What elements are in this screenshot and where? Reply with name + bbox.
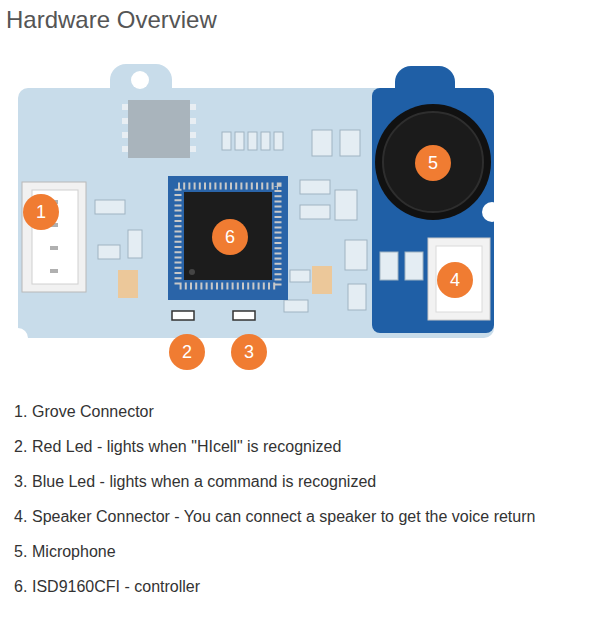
callout-circle: 6 <box>212 219 248 255</box>
list-number: 1. <box>14 403 27 421</box>
controller-chip <box>168 176 288 300</box>
resistor <box>128 230 142 258</box>
callout-number: 3 <box>231 334 267 370</box>
page-title: Hardware Overview <box>6 6 217 34</box>
passive-parts <box>95 130 423 312</box>
pcb <box>8 64 502 348</box>
board-illustration <box>0 0 593 400</box>
pin <box>190 132 196 138</box>
resistor <box>300 205 330 219</box>
mount-hole <box>131 71 149 89</box>
chip-dot <box>189 269 195 275</box>
list-item: Blue Led - lights when a command is reco… <box>32 473 376 491</box>
connector-pin <box>50 246 58 250</box>
resistor <box>98 245 120 259</box>
eeprom-chip <box>122 100 196 158</box>
tantalum-capacitor <box>118 270 138 298</box>
red-led <box>172 311 194 320</box>
resistor <box>290 270 310 282</box>
callout-number: 6 <box>212 219 248 255</box>
connector-housing <box>428 238 490 320</box>
capacitor <box>345 240 367 270</box>
capacitor <box>340 130 360 156</box>
resistor <box>222 132 231 150</box>
mount-hole <box>482 202 502 222</box>
list-item: ISD9160CFI - controller <box>32 578 200 596</box>
callout-number: 1 <box>23 194 59 230</box>
pin <box>122 132 128 138</box>
mic-mesh <box>383 112 483 212</box>
pin <box>122 118 128 124</box>
pin <box>190 118 196 124</box>
chip-pins <box>178 186 278 286</box>
callout-circle: 3 <box>231 334 267 370</box>
callout-disc <box>437 262 473 298</box>
callout-circle: 5 <box>415 145 451 181</box>
pcb-highlight <box>372 88 494 333</box>
list-item: Speaker Connector - You can connect a sp… <box>32 508 535 526</box>
blue-led <box>233 311 255 320</box>
pin <box>190 104 196 110</box>
callout-disc <box>212 219 248 255</box>
callout-number: 4 <box>437 262 473 298</box>
connector-pin <box>50 269 58 273</box>
resistor <box>261 132 270 150</box>
resistor <box>300 180 330 194</box>
pin <box>190 146 196 152</box>
list-item: Microphone <box>32 543 116 561</box>
callout-disc <box>23 194 59 230</box>
mic-body <box>375 104 491 220</box>
chip-highlight <box>168 176 288 300</box>
capacitor <box>312 130 332 156</box>
resistor <box>380 252 398 280</box>
pin <box>122 104 128 110</box>
list-number: 3. <box>14 473 27 491</box>
speaker-connector <box>428 238 490 320</box>
callout-disc <box>415 145 451 181</box>
list-item: Red Led - lights when "HIcell" is recogn… <box>32 438 341 456</box>
chip-body <box>128 100 190 158</box>
callout-number: 5 <box>415 145 451 181</box>
resistor <box>248 132 257 150</box>
pin <box>122 146 128 152</box>
led-parts <box>172 311 255 320</box>
resistor <box>284 300 308 312</box>
list-number: 6. <box>14 578 27 596</box>
connector-housing <box>22 182 86 292</box>
callout-number: 2 <box>169 334 205 370</box>
resistor <box>95 200 125 214</box>
capacitor <box>335 190 357 220</box>
microphone <box>375 104 491 220</box>
resistor <box>348 284 366 310</box>
list-number: 5. <box>14 543 27 561</box>
callout-disc <box>169 334 205 370</box>
pcb-board <box>18 88 494 338</box>
list-item: Grove Connector <box>32 403 154 421</box>
chip-body <box>184 192 272 280</box>
resistor <box>274 132 283 150</box>
callout-circle: 1 <box>23 194 59 230</box>
grove-connector <box>22 182 86 292</box>
callout-circle: 4 <box>437 262 473 298</box>
resistor <box>405 252 423 280</box>
connector-inner <box>436 246 482 312</box>
list-number: 2. <box>14 438 27 456</box>
mount-hole <box>8 328 28 348</box>
callout-disc <box>231 334 267 370</box>
callout-circle: 2 <box>169 334 205 370</box>
tantalum-capacitor <box>312 266 332 294</box>
list-number: 4. <box>14 508 27 526</box>
resistor <box>235 132 244 150</box>
